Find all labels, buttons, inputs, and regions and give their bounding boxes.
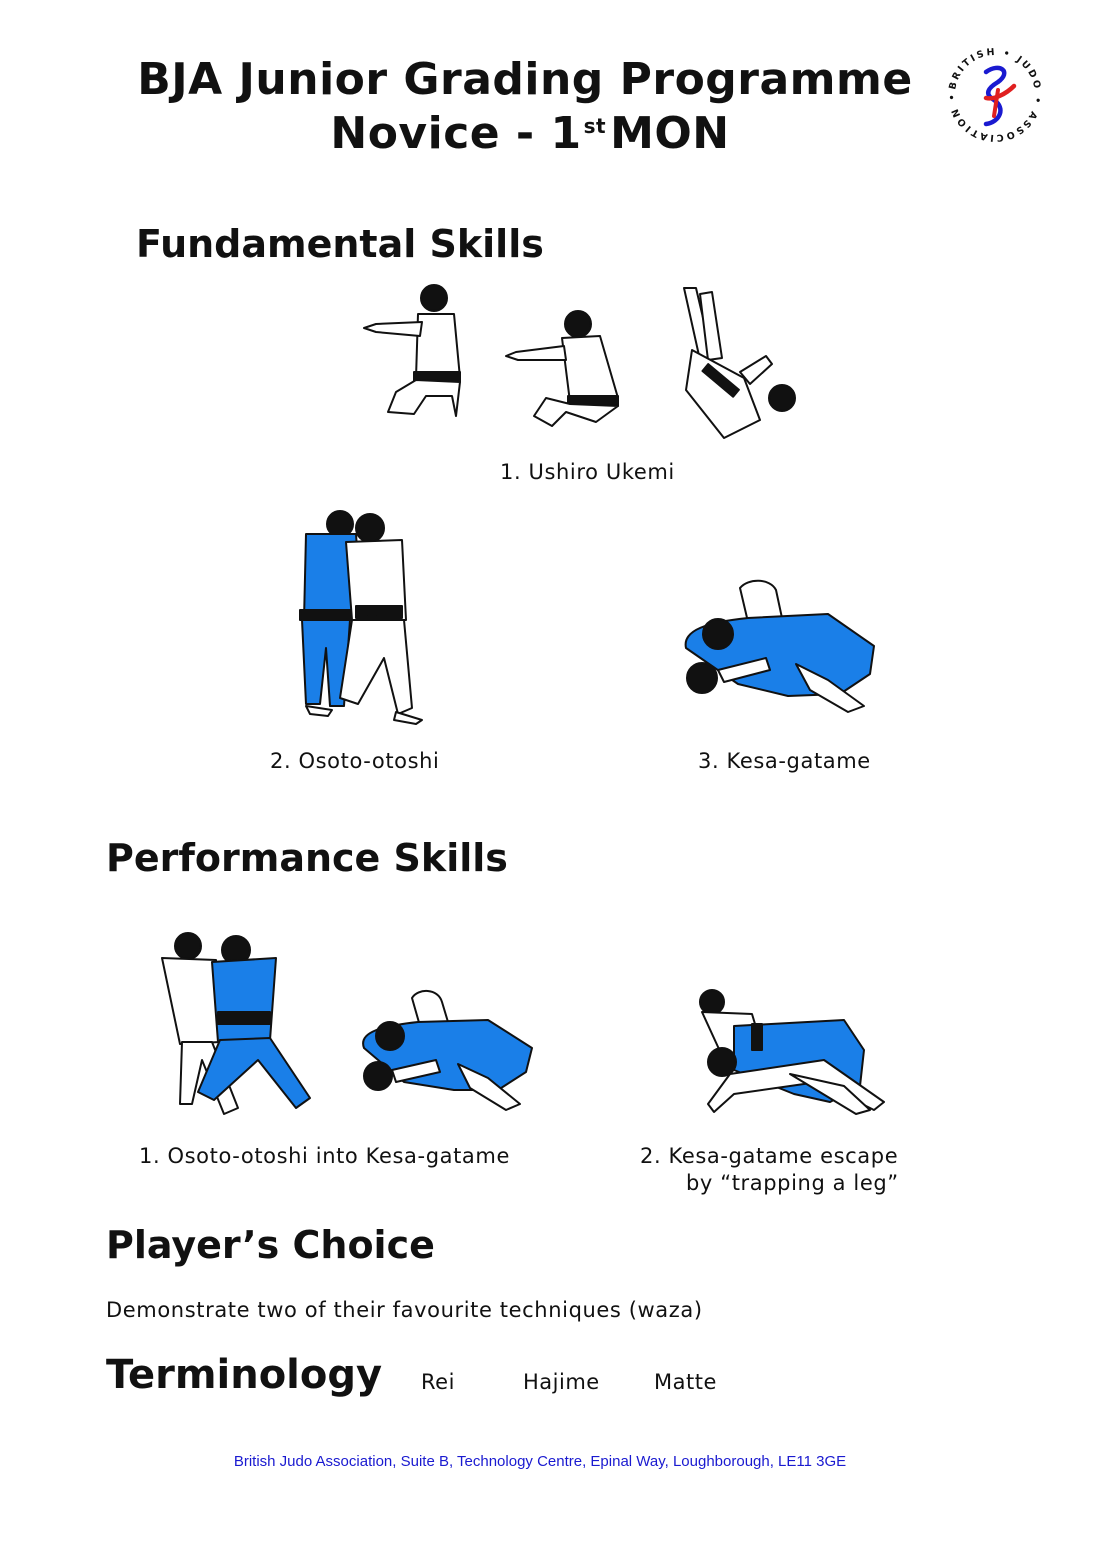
caption-osoto-into-kesa: 1. Osoto-otoshi into Kesa-gatame: [139, 1144, 510, 1168]
caption-ushiro-ukemi: 1. Ushiro Ukemi: [500, 460, 675, 484]
term-matte: Matte: [654, 1370, 717, 1394]
caption-kesa-escape-line-2: by “trapping a leg”: [686, 1171, 899, 1195]
terminology-heading: Terminology: [106, 1352, 383, 1398]
bja-logo: BRITISH • JUDO • ASSOCIATION •: [942, 42, 1048, 148]
osoto-otoshi-illustration: [292, 508, 434, 726]
footer-address: British Judo Association, Suite B, Techn…: [233, 1453, 847, 1470]
caption-kesa-escape-line-1: 2. Kesa-gatame escape: [640, 1144, 899, 1168]
bja-logo-icon: BRITISH • JUDO • ASSOCIATION •: [947, 47, 1043, 143]
title-line-1: BJA Junior Grading Programme: [137, 54, 913, 105]
judoka-squat-2-icon: [505, 310, 619, 427]
logo-ring-text: BRITISH • JUDO • ASSOCIATION •: [947, 47, 1043, 143]
term-rei: Rei: [421, 1370, 455, 1394]
caption-kesa-gatame: 3. Kesa-gatame: [698, 749, 871, 773]
judoka-roll-back-icon: [683, 287, 796, 439]
osoto-into-kesa-illustration: [158, 932, 538, 1122]
term-hajime: Hajime: [523, 1370, 600, 1394]
page-title: BJA Junior Grading Programme: [100, 54, 950, 105]
players-choice-heading: Player’s Choice: [106, 1223, 435, 1267]
caption-osoto-otoshi: 2. Osoto-otoshi: [270, 749, 440, 773]
ushiro-ukemi-illustration: [356, 280, 806, 445]
kesa-escape-illustration: [694, 989, 894, 1120]
performance-skills-heading: Performance Skills: [106, 836, 508, 880]
fundamental-skills-heading: Fundamental Skills: [136, 222, 544, 266]
kesa-gatame-illustration: [678, 578, 882, 718]
players-choice-text: Demonstrate two of their favourite techn…: [106, 1298, 703, 1322]
judoka-squat-1-icon: [363, 284, 461, 417]
